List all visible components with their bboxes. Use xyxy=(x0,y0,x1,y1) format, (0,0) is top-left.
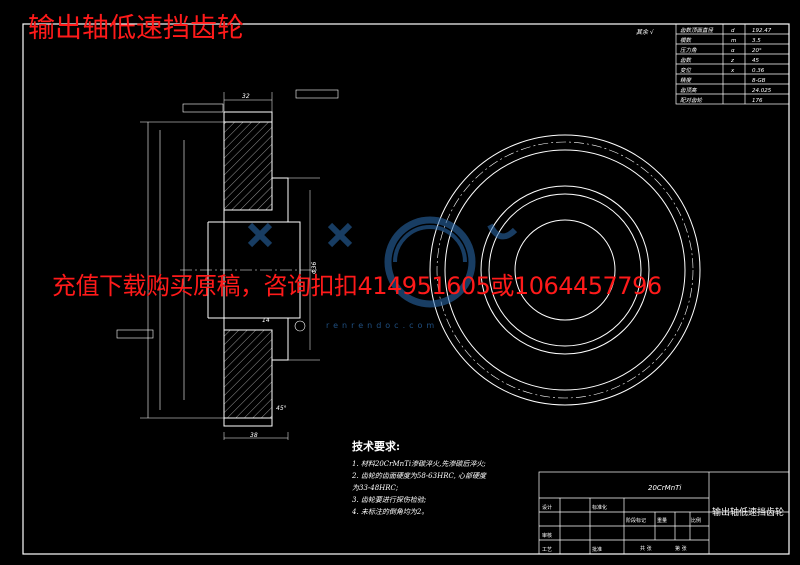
watermark-promo-text: 充值下载购买原稿，咨询扣扣414951605或1064457796 xyxy=(52,272,662,300)
param-value: 3.5 xyxy=(752,38,761,44)
title-block-stage-mark: 阶段标记 xyxy=(626,517,646,524)
dim-hub-width: 38 xyxy=(250,432,258,439)
title-block-standard: 标准化 xyxy=(592,504,607,511)
param-symbol: z xyxy=(730,58,734,64)
watermark-url: renrendoc.com xyxy=(326,321,438,330)
param-name: 模数 xyxy=(680,37,693,44)
param-name: 齿数 xyxy=(680,57,693,64)
watermark-logo xyxy=(247,216,518,308)
params-table-text: 齿数顶面直径 d 192.47 模数 m 3.5 压力角 α 20° 齿数 z … xyxy=(680,27,772,104)
title-block xyxy=(538,471,790,555)
dim-bore: Φ36 xyxy=(311,261,318,274)
title-block-process: 工艺 xyxy=(542,547,552,553)
title-block-material: 20CrMnTi xyxy=(648,484,681,492)
tech-requirement-item: 2. 齿轮的齿面硬度为58-63HRC, 心部硬度 xyxy=(352,472,487,480)
param-value: 192.47 xyxy=(752,28,772,34)
drawing-title: 输出轴低速挡齿轮 xyxy=(28,13,244,44)
param-value: 176 xyxy=(752,98,763,104)
title-block-approve: 批准 xyxy=(592,546,602,553)
tech-requirement-item: 4. 未标注的倒角均为2。 xyxy=(352,508,429,516)
param-value: 45 xyxy=(752,58,759,64)
param-name: 压力角 xyxy=(680,47,697,54)
param-name: 配对齿轮 xyxy=(680,97,703,104)
title-block-sheet-no: 第 张 xyxy=(675,545,687,552)
param-symbol: α xyxy=(731,48,735,54)
title-block-part-name: 输出轴低速挡齿轮 xyxy=(712,506,784,518)
gear-section-view xyxy=(116,89,339,440)
dim-face-width: 32 xyxy=(242,93,250,100)
param-name: 变位 xyxy=(680,67,692,74)
param-symbol: m xyxy=(731,38,736,44)
tech-requirement-item: 3. 齿轮要进行探伤检验; xyxy=(352,496,427,504)
tech-requirements: 技术要求: 1. 材料20CrMnTi渗碳淬火,先渗碳后淬火; 2. 齿轮的齿面… xyxy=(352,438,537,518)
param-name: 齿顶高 xyxy=(680,87,698,94)
param-value: 24.025 xyxy=(752,88,772,94)
title-block-sheet-total: 共 张 xyxy=(640,545,652,552)
param-value: 0.36 xyxy=(752,68,765,74)
dim-keyway: 14 xyxy=(262,317,270,324)
params-table xyxy=(675,23,790,105)
dim-chamfer: 45° xyxy=(276,405,287,412)
param-value: 8-GB xyxy=(752,78,766,84)
drawing-border xyxy=(22,23,790,555)
title-block-weight: 重量 xyxy=(657,517,667,524)
title-block-review: 审核 xyxy=(542,532,552,539)
title-block-design: 设计 xyxy=(542,504,552,511)
param-symbol: x xyxy=(730,68,735,74)
tech-requirements-heading: 技术要求: xyxy=(352,440,401,453)
param-symbol: d xyxy=(731,28,735,34)
param-name: 齿数顶面直径 xyxy=(680,27,714,34)
title-block-scale: 比例 xyxy=(691,517,701,524)
gear-front-view xyxy=(429,134,701,406)
roughness-note: 其余 √ xyxy=(636,28,654,36)
tech-requirement-item: 1. 材料20CrMnTi渗碳淬火,先渗碳后淬火; xyxy=(352,460,486,468)
param-value: 20° xyxy=(752,48,762,54)
tech-requirement-item: 为33-48HRC; xyxy=(352,484,399,492)
param-name: 精度 xyxy=(680,77,693,84)
